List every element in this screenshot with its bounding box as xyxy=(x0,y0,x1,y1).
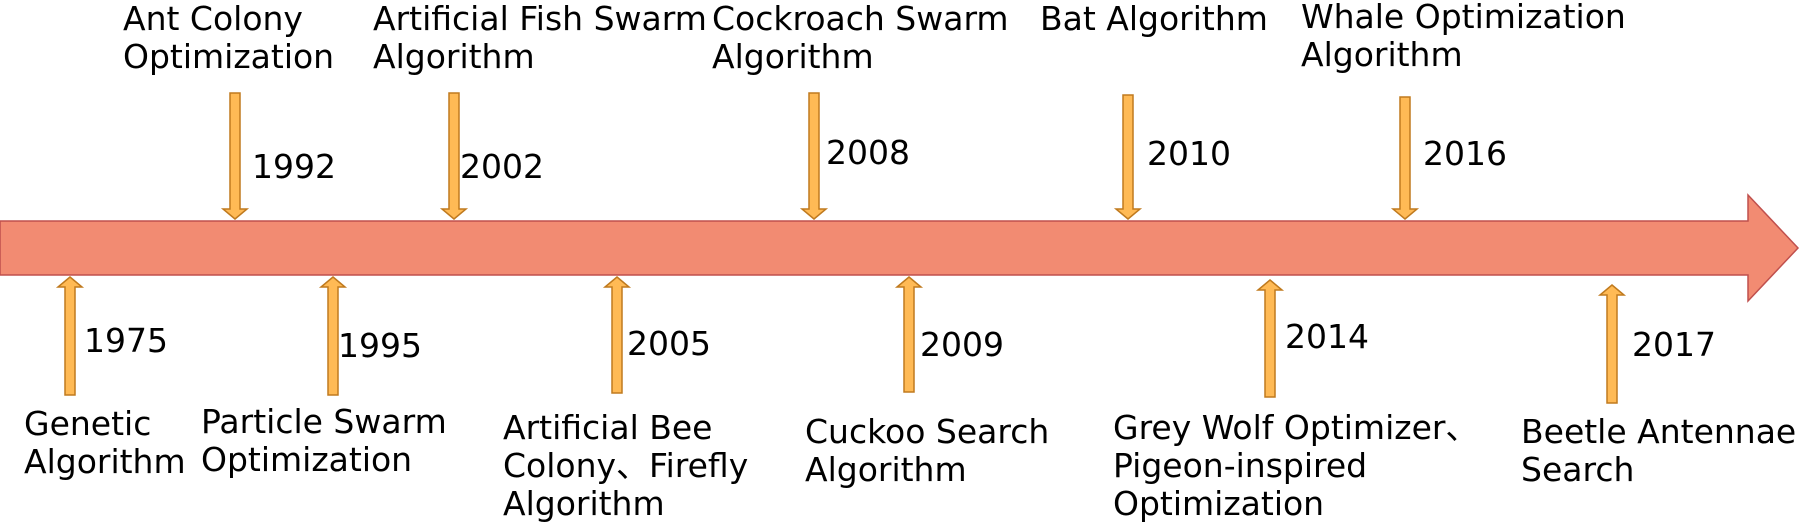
event-year-whale-optimization-algorithm: 2016 xyxy=(1423,134,1507,173)
event-year-cockroach-swarm-algorithm: 2008 xyxy=(826,133,910,172)
event-year-cuckoo-search-algorithm: 2009 xyxy=(920,325,1004,364)
event-year-artificial-fish-swarm-algorithm: 2002 xyxy=(460,147,544,186)
event-year-grey-wolf-pigeon: 2014 xyxy=(1285,317,1369,356)
event-marker-ant-colony-optimization xyxy=(220,92,250,220)
event-label-whale-optimization-algorithm: Whale Optimization Algorithm xyxy=(1301,0,1626,74)
event-label-cuckoo-search-algorithm: Cuckoo Search Algorithm xyxy=(805,412,1050,489)
event-marker-beetle-antennae-search xyxy=(1597,284,1627,404)
event-year-artificial-bee-colony-firefly: 2005 xyxy=(627,324,711,363)
event-label-cockroach-swarm-algorithm: Cockroach Swarm Algorithm xyxy=(712,0,1009,76)
event-marker-artificial-bee-colony-firefly xyxy=(602,276,632,394)
event-year-ant-colony-optimization: 1992 xyxy=(252,147,336,186)
event-year-genetic-algorithm: 1975 xyxy=(84,321,168,360)
event-marker-cuckoo-search-algorithm xyxy=(894,276,924,393)
event-label-grey-wolf-pigeon: Grey Wolf Optimizer、 Pigeon-inspired Opt… xyxy=(1113,408,1479,523)
event-year-bat-algorithm: 2010 xyxy=(1147,134,1231,173)
event-markers xyxy=(55,92,1627,404)
event-label-bat-algorithm: Bat Algorithm xyxy=(1040,0,1268,38)
event-marker-whale-optimization-algorithm xyxy=(1390,96,1420,220)
event-label-particle-swarm-optimization: Particle Swarm Optimization xyxy=(201,402,447,479)
event-label-ant-colony-optimization: Ant Colony Optimization xyxy=(123,0,335,76)
event-label-genetic-algorithm: Genetic Algorithm xyxy=(24,404,186,481)
event-label-beetle-antennae-search: Beetle Antennae Search xyxy=(1521,412,1797,489)
event-marker-grey-wolf-pigeon xyxy=(1255,279,1285,398)
event-year-beetle-antennae-search: 2017 xyxy=(1632,325,1716,364)
event-marker-cockroach-swarm-algorithm xyxy=(799,92,829,220)
event-marker-particle-swarm-optimization xyxy=(318,276,348,396)
event-label-artificial-bee-colony-firefly: Artificial Bee Colony、Firefly Algorithm xyxy=(503,408,749,523)
event-year-particle-swarm-optimization: 1995 xyxy=(338,326,422,365)
event-marker-genetic-algorithm xyxy=(55,276,85,396)
event-label-artificial-fish-swarm-algorithm: Artificial Fish Swarm Algorithm xyxy=(373,0,707,76)
event-marker-artificial-fish-swarm-algorithm xyxy=(439,92,469,220)
timeline-main-arrow xyxy=(0,193,1800,303)
event-marker-bat-algorithm xyxy=(1113,94,1143,220)
